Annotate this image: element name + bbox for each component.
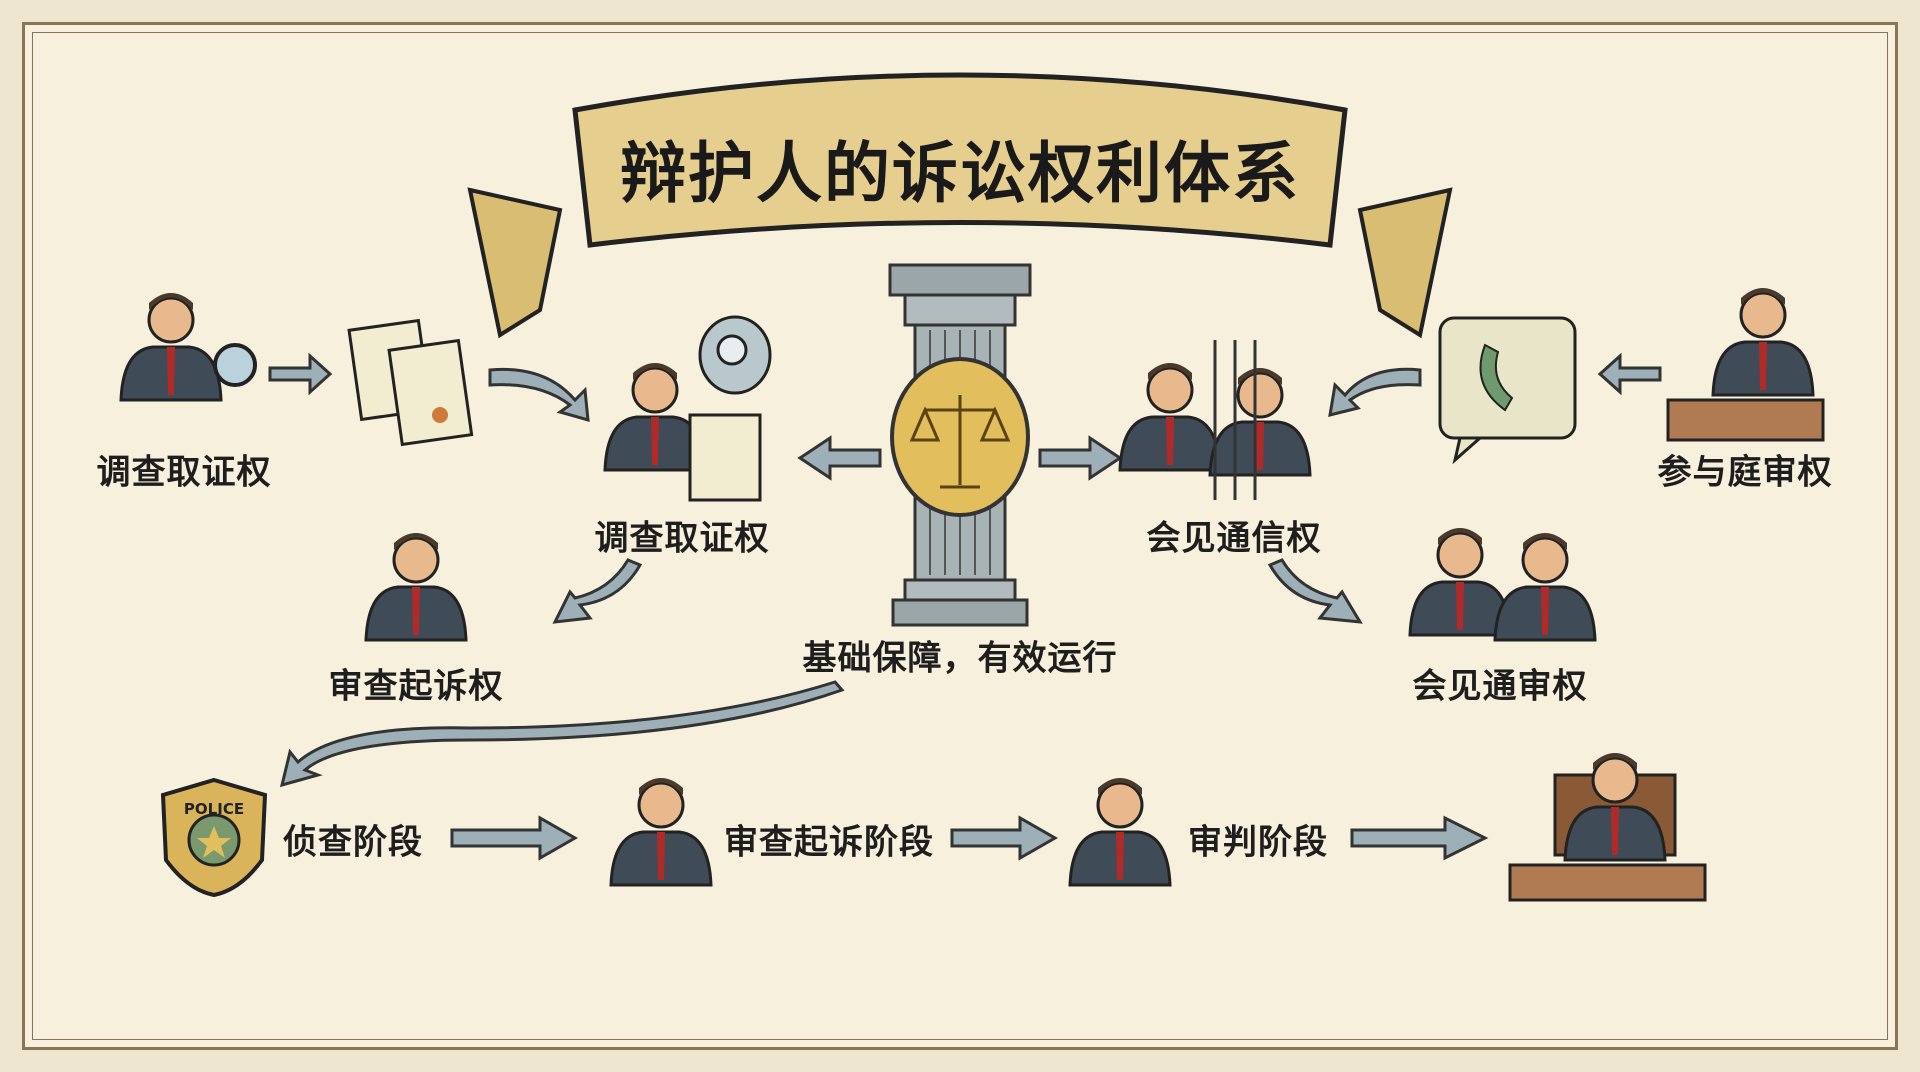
speaker-at-podium-icon	[1711, 286, 1815, 397]
defendant-handcuffed-icon	[364, 531, 468, 642]
arrow-icon	[268, 352, 333, 396]
document-icon	[688, 413, 762, 502]
right-label-right-outer: 参与庭审权	[1657, 452, 1833, 493]
police-badge-icon	[160, 777, 268, 898]
arrow-icon	[1328, 367, 1422, 418]
prosecutor-icon	[609, 776, 713, 887]
search-bubble-icon	[698, 315, 772, 395]
stage-prosecution-review: 审查起诉阶段	[724, 822, 934, 863]
magnifier-icon	[213, 343, 257, 387]
lawyer-meeting-icon	[1408, 526, 1512, 637]
documents-icon	[347, 318, 474, 447]
right-label-right-lower: 会见通审权	[1412, 666, 1588, 707]
police-badge-text: POLICE	[183, 800, 245, 818]
arrow-icon	[279, 680, 845, 788]
right-label-left-outer: 调查取证权	[96, 452, 272, 493]
phone-bubble-icon	[1438, 316, 1577, 465]
arrow-icon	[1350, 815, 1489, 861]
arrow-icon	[1597, 352, 1662, 396]
stage-investigation: 侦查阶段	[283, 822, 423, 863]
lawyer-meeting-icon	[1118, 361, 1222, 472]
lawyer-with-magnifier-icon	[119, 291, 223, 402]
arrow-icon	[1038, 435, 1123, 481]
detainee-icon	[1493, 531, 1597, 642]
right-label-right-inner: 会见通信权	[1146, 518, 1322, 559]
center-label: 基础保障，有效运行	[802, 638, 1118, 679]
arrow-icon	[797, 435, 882, 481]
arrow-icon	[950, 815, 1059, 861]
detainee-icon	[1208, 366, 1312, 477]
stage-trial: 审判阶段	[1188, 822, 1328, 863]
right-label-left-inner: 调查取证权	[594, 518, 770, 559]
arrow-icon	[450, 815, 579, 861]
podium-icon	[1666, 398, 1825, 442]
arrow-icon	[488, 367, 590, 423]
page-title: 辩护人的诉讼权利体系	[620, 135, 1300, 212]
judge-woman-icon	[1068, 776, 1172, 887]
inner-border	[32, 32, 1888, 1040]
arrow-icon	[552, 558, 643, 624]
judge-bench-icon	[1508, 863, 1707, 902]
arrow-icon	[1267, 558, 1363, 624]
right-label-left-lower: 审查起诉权	[328, 666, 504, 707]
